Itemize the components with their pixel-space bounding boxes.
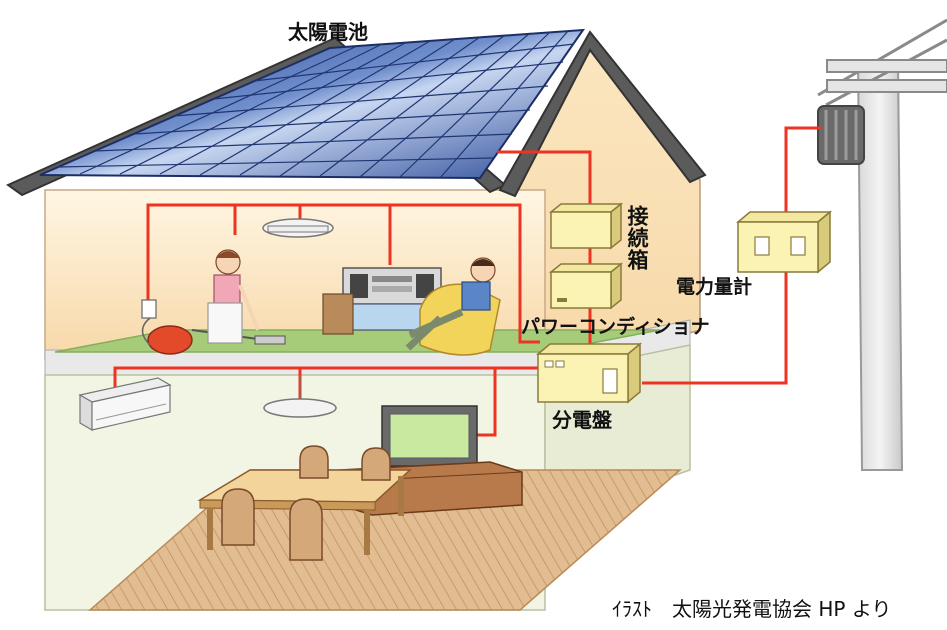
pole-transformer [817, 105, 865, 165]
distribution-board [535, 342, 643, 404]
man-in-armchair [405, 257, 501, 356]
dining-chairs [221, 445, 391, 561]
air-conditioner [78, 377, 172, 432]
power-meter-label: 電力量計 [676, 276, 753, 298]
power-conditioner [548, 262, 624, 310]
junction-box-label: 接続箱 [625, 205, 649, 271]
wall-outlet [141, 299, 157, 319]
television [381, 405, 478, 467]
solar-cell-label: 太陽電池 [288, 20, 368, 44]
junction-box [548, 202, 624, 250]
illustration-credit: ｲﾗｽﾄ 太陽光発電協会 HP より [612, 597, 892, 621]
upper-floor [54, 329, 661, 353]
woman-vacuuming [207, 249, 260, 344]
distribution-board-label: 分電盤 [552, 408, 612, 432]
power-meter [735, 210, 833, 274]
ceiling-light-upper [262, 218, 334, 238]
solar-panel-array [39, 28, 586, 180]
power-conditioner-label: パワーコンディショナ [521, 316, 710, 338]
utility-pole [817, 18, 947, 471]
ceiling-light-lower [263, 375, 337, 418]
